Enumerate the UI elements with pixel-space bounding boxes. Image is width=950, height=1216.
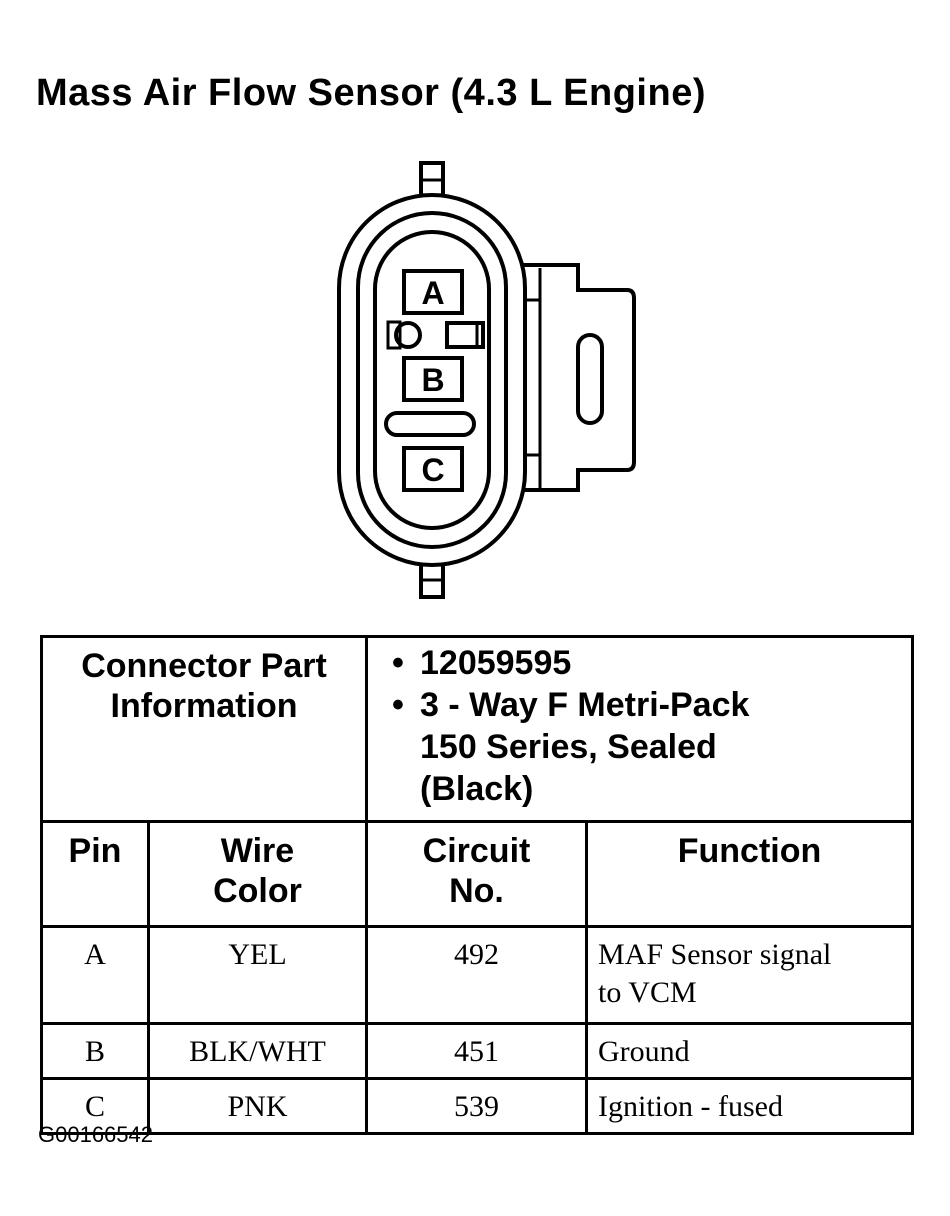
- cell-circuit: 451: [365, 1022, 588, 1080]
- cell-wire-color: PNK: [147, 1077, 368, 1135]
- header-pin: Pin: [40, 820, 150, 928]
- cell-function: Ground: [585, 1022, 914, 1080]
- connector-drawing: A B C: [337, 161, 636, 599]
- diagram-title: Mass Air Flow Sensor (4.3 L Engine): [36, 72, 706, 114]
- pin-b-box: [402, 356, 464, 402]
- part-info-details: • 12059595 • 3 - Way F Metri-Pack 150 Seri…: [365, 635, 914, 823]
- part-description-line1: 3 - Way F Metri-Pack: [420, 686, 750, 724]
- cell-pin: A: [40, 925, 150, 1025]
- connector-outer-shell: [337, 193, 527, 567]
- cell-circuit: 492: [365, 925, 588, 1025]
- connector-info-table: Connector Part Information • 12059595 • 3 …: [40, 635, 914, 1135]
- part-description-line2: 150 Series, Sealed: [420, 728, 717, 766]
- part-number: 12059595: [420, 644, 572, 682]
- header-function: Function: [585, 820, 914, 928]
- cell-circuit: 539: [365, 1077, 588, 1135]
- key-square: [445, 321, 485, 349]
- cell-pin: C: [40, 1077, 150, 1135]
- cell-pin: B: [40, 1022, 150, 1080]
- pin-a-box: [402, 269, 464, 315]
- key-round: [386, 320, 402, 350]
- bullet: •: [392, 686, 404, 724]
- pin-c-label: C: [421, 452, 444, 488]
- cell-wire-color: BLK/WHT: [147, 1022, 368, 1080]
- separator-bar: [384, 411, 476, 437]
- cell-function: Ignition - fused: [585, 1077, 914, 1135]
- table-row: C PNK 539 Ignition - fused: [40, 1077, 914, 1135]
- connector-inner-shell: [356, 211, 508, 549]
- part-info-label: Connector Part Information: [40, 635, 368, 823]
- part-description-line3: (Black): [420, 770, 534, 808]
- connector-cavity: [373, 230, 491, 530]
- pin-a-label: A: [421, 275, 444, 311]
- pin-b-label: B: [421, 362, 444, 398]
- latch-slot: [576, 333, 604, 425]
- table-row: B BLK/WHT 451 Ground: [40, 1022, 914, 1080]
- cell-wire-color: YEL: [147, 925, 368, 1025]
- figure-id: G00166542: [38, 1122, 153, 1147]
- part-info-row: Connector Part Information • 12059595 • 3 …: [40, 635, 914, 823]
- pin-c-box: [402, 446, 464, 492]
- bullet: •: [392, 644, 404, 682]
